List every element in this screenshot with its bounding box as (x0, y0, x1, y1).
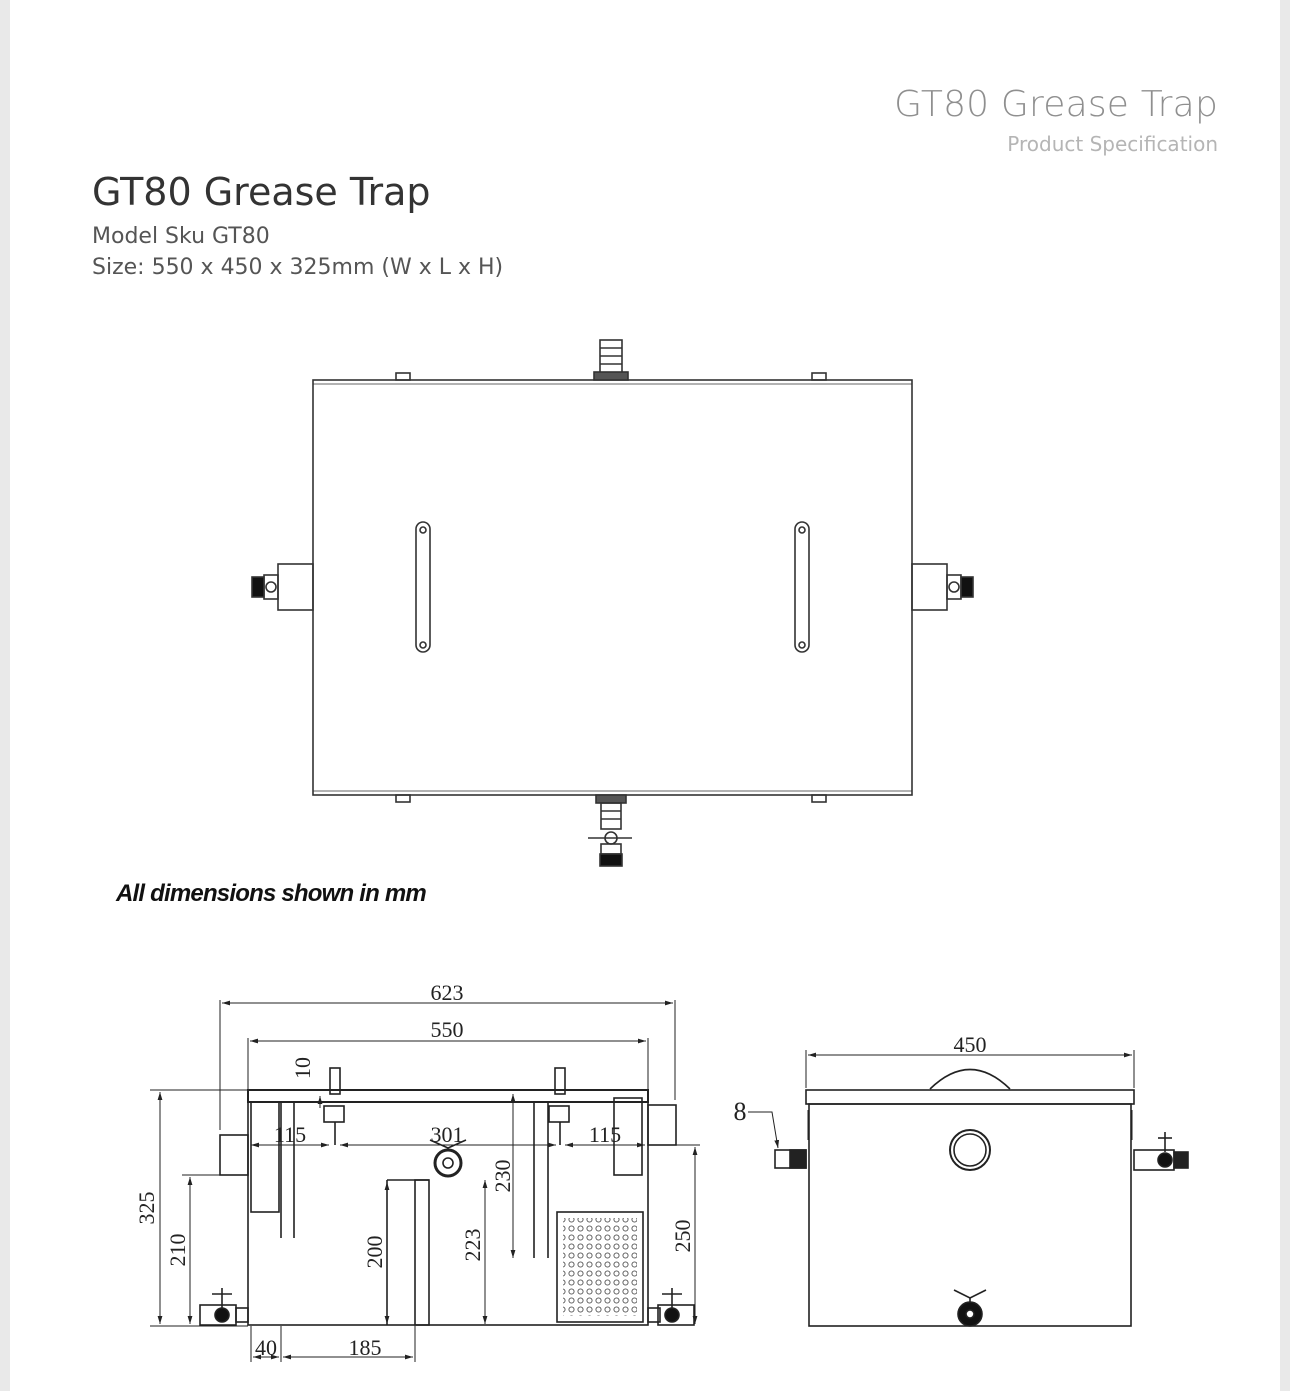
dim-centre: 301 (431, 1122, 464, 1147)
side-right-valve-icon (1133, 1132, 1189, 1171)
dim-lid: 10 (290, 1057, 315, 1079)
dimensions-note: All dimensions shown in mm (116, 880, 427, 907)
header-subtitle: Product Specification (1007, 132, 1218, 156)
product-model: Model Sku GT80 (92, 224, 270, 249)
dim-inlet-height: 210 (165, 1234, 190, 1267)
post-icon (329, 1067, 341, 1095)
front-view (199, 1067, 695, 1326)
front-dimensions (150, 1000, 700, 1362)
side-view (748, 1050, 1189, 1327)
strainer-basket-icon (556, 1211, 644, 1323)
top-view (251, 339, 974, 867)
side-inlet-port-icon (949, 1129, 991, 1171)
clamp-icon (548, 1105, 570, 1123)
lid-handle-left-icon (415, 521, 431, 653)
dim-side-flange: 8 (734, 1097, 747, 1126)
dim-baffle-left: 115 (274, 1122, 306, 1147)
lid-handle-right-icon (794, 521, 810, 653)
left-inlet-fitting-icon (251, 563, 314, 611)
header-title: GT80 Grease Trap (894, 84, 1218, 125)
dim-overall-width: 623 (431, 980, 464, 1005)
side-body (808, 1103, 1132, 1327)
product-size: Size: 550 x 450 x 325mm (W x L x H) (92, 255, 504, 280)
side-left-fitting-icon (774, 1149, 807, 1169)
dim-outlet-height: 230 (490, 1160, 515, 1193)
post-icon (554, 1067, 566, 1095)
clamp-icon (323, 1105, 345, 1123)
lug-icon (811, 794, 827, 803)
side-bottom-valve-icon (953, 1289, 987, 1327)
lug-icon (811, 372, 827, 381)
product-title: GT80 Grease Trap (92, 170, 431, 214)
dim-overall-height: 325 (134, 1192, 159, 1225)
dim-bottom-offset: 40 (255, 1335, 277, 1360)
lug-icon (395, 372, 411, 381)
lug-icon (395, 794, 411, 803)
top-inlet-pipe-icon (593, 339, 629, 381)
side-lid (805, 1089, 1135, 1105)
front-outlet-pipe-icon (647, 1104, 677, 1146)
front-inlet-pipe-icon (219, 1134, 249, 1176)
top-view-body (312, 379, 913, 796)
front-left-drain-valve-icon (199, 1288, 249, 1326)
front-right-drain-valve-icon (647, 1288, 695, 1326)
dim-baffle-right: 115 (589, 1122, 621, 1147)
right-outlet-fitting-icon (911, 563, 974, 611)
bottom-drain-valve-icon (588, 794, 632, 867)
dim-bottom-span: 185 (349, 1335, 382, 1360)
centre-valve-icon (433, 1148, 463, 1178)
dim-baffle-height: 200 (362, 1236, 387, 1269)
dim-body-width: 550 (431, 1017, 464, 1042)
spec-page: GT80 Grease Trap Product Specification G… (10, 0, 1280, 1391)
dim-outlet-pipe-height: 250 (670, 1220, 695, 1253)
side-handle-icon (929, 1068, 1011, 1090)
dim-side-length: 450 (954, 1032, 987, 1057)
dim-weir-height: 223 (460, 1229, 485, 1262)
